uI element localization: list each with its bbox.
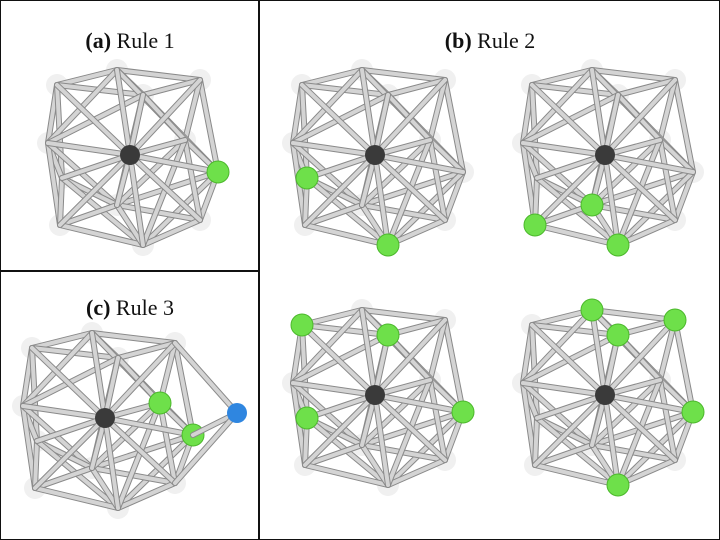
substituted-atom (580, 298, 604, 322)
adsorbed-atom (227, 403, 247, 423)
panel-c-tag: (c) (86, 295, 111, 320)
substituted-atom (606, 323, 630, 347)
center-atom (365, 145, 385, 165)
panel-b-title: (b) Rule 2 (445, 28, 535, 54)
panel-a-tag: (a) (85, 28, 112, 53)
cluster-b4 (512, 298, 705, 497)
panel-b-tag: (b) (444, 28, 472, 53)
panel-a-rule: Rule 1 (116, 28, 175, 53)
center-atom (595, 145, 615, 165)
substituted-atom (376, 233, 400, 257)
substituted-atom (206, 160, 230, 184)
substituted-atom (606, 473, 630, 497)
substituted-atom (681, 400, 705, 424)
substituted-atom (451, 400, 475, 424)
panel-c-title: (c) Rule 3 (86, 295, 174, 321)
substituted-atom (580, 193, 604, 217)
panel-a-frame (0, 0, 260, 272)
cluster-b3 (282, 299, 475, 496)
center-atom (120, 145, 140, 165)
substituted-atom (148, 391, 172, 415)
center-atom (95, 408, 115, 428)
center-atom (595, 385, 615, 405)
panel-c-rule: Rule 3 (115, 295, 174, 320)
cluster-a (37, 59, 230, 256)
panel-b-rule: Rule 2 (477, 28, 536, 53)
panel-a-title: (a) Rule 1 (85, 28, 174, 54)
substituted-atom (295, 166, 319, 190)
center-atom (365, 385, 385, 405)
substituted-atom (295, 406, 319, 430)
substituted-atom (290, 313, 314, 337)
substituted-atom (523, 213, 547, 237)
cluster-c (12, 322, 247, 519)
cluster-b1 (282, 59, 474, 257)
substituted-atom (606, 233, 630, 257)
cluster-b2 (512, 59, 704, 257)
substituted-atom (376, 323, 400, 347)
substituted-atom (663, 308, 687, 332)
